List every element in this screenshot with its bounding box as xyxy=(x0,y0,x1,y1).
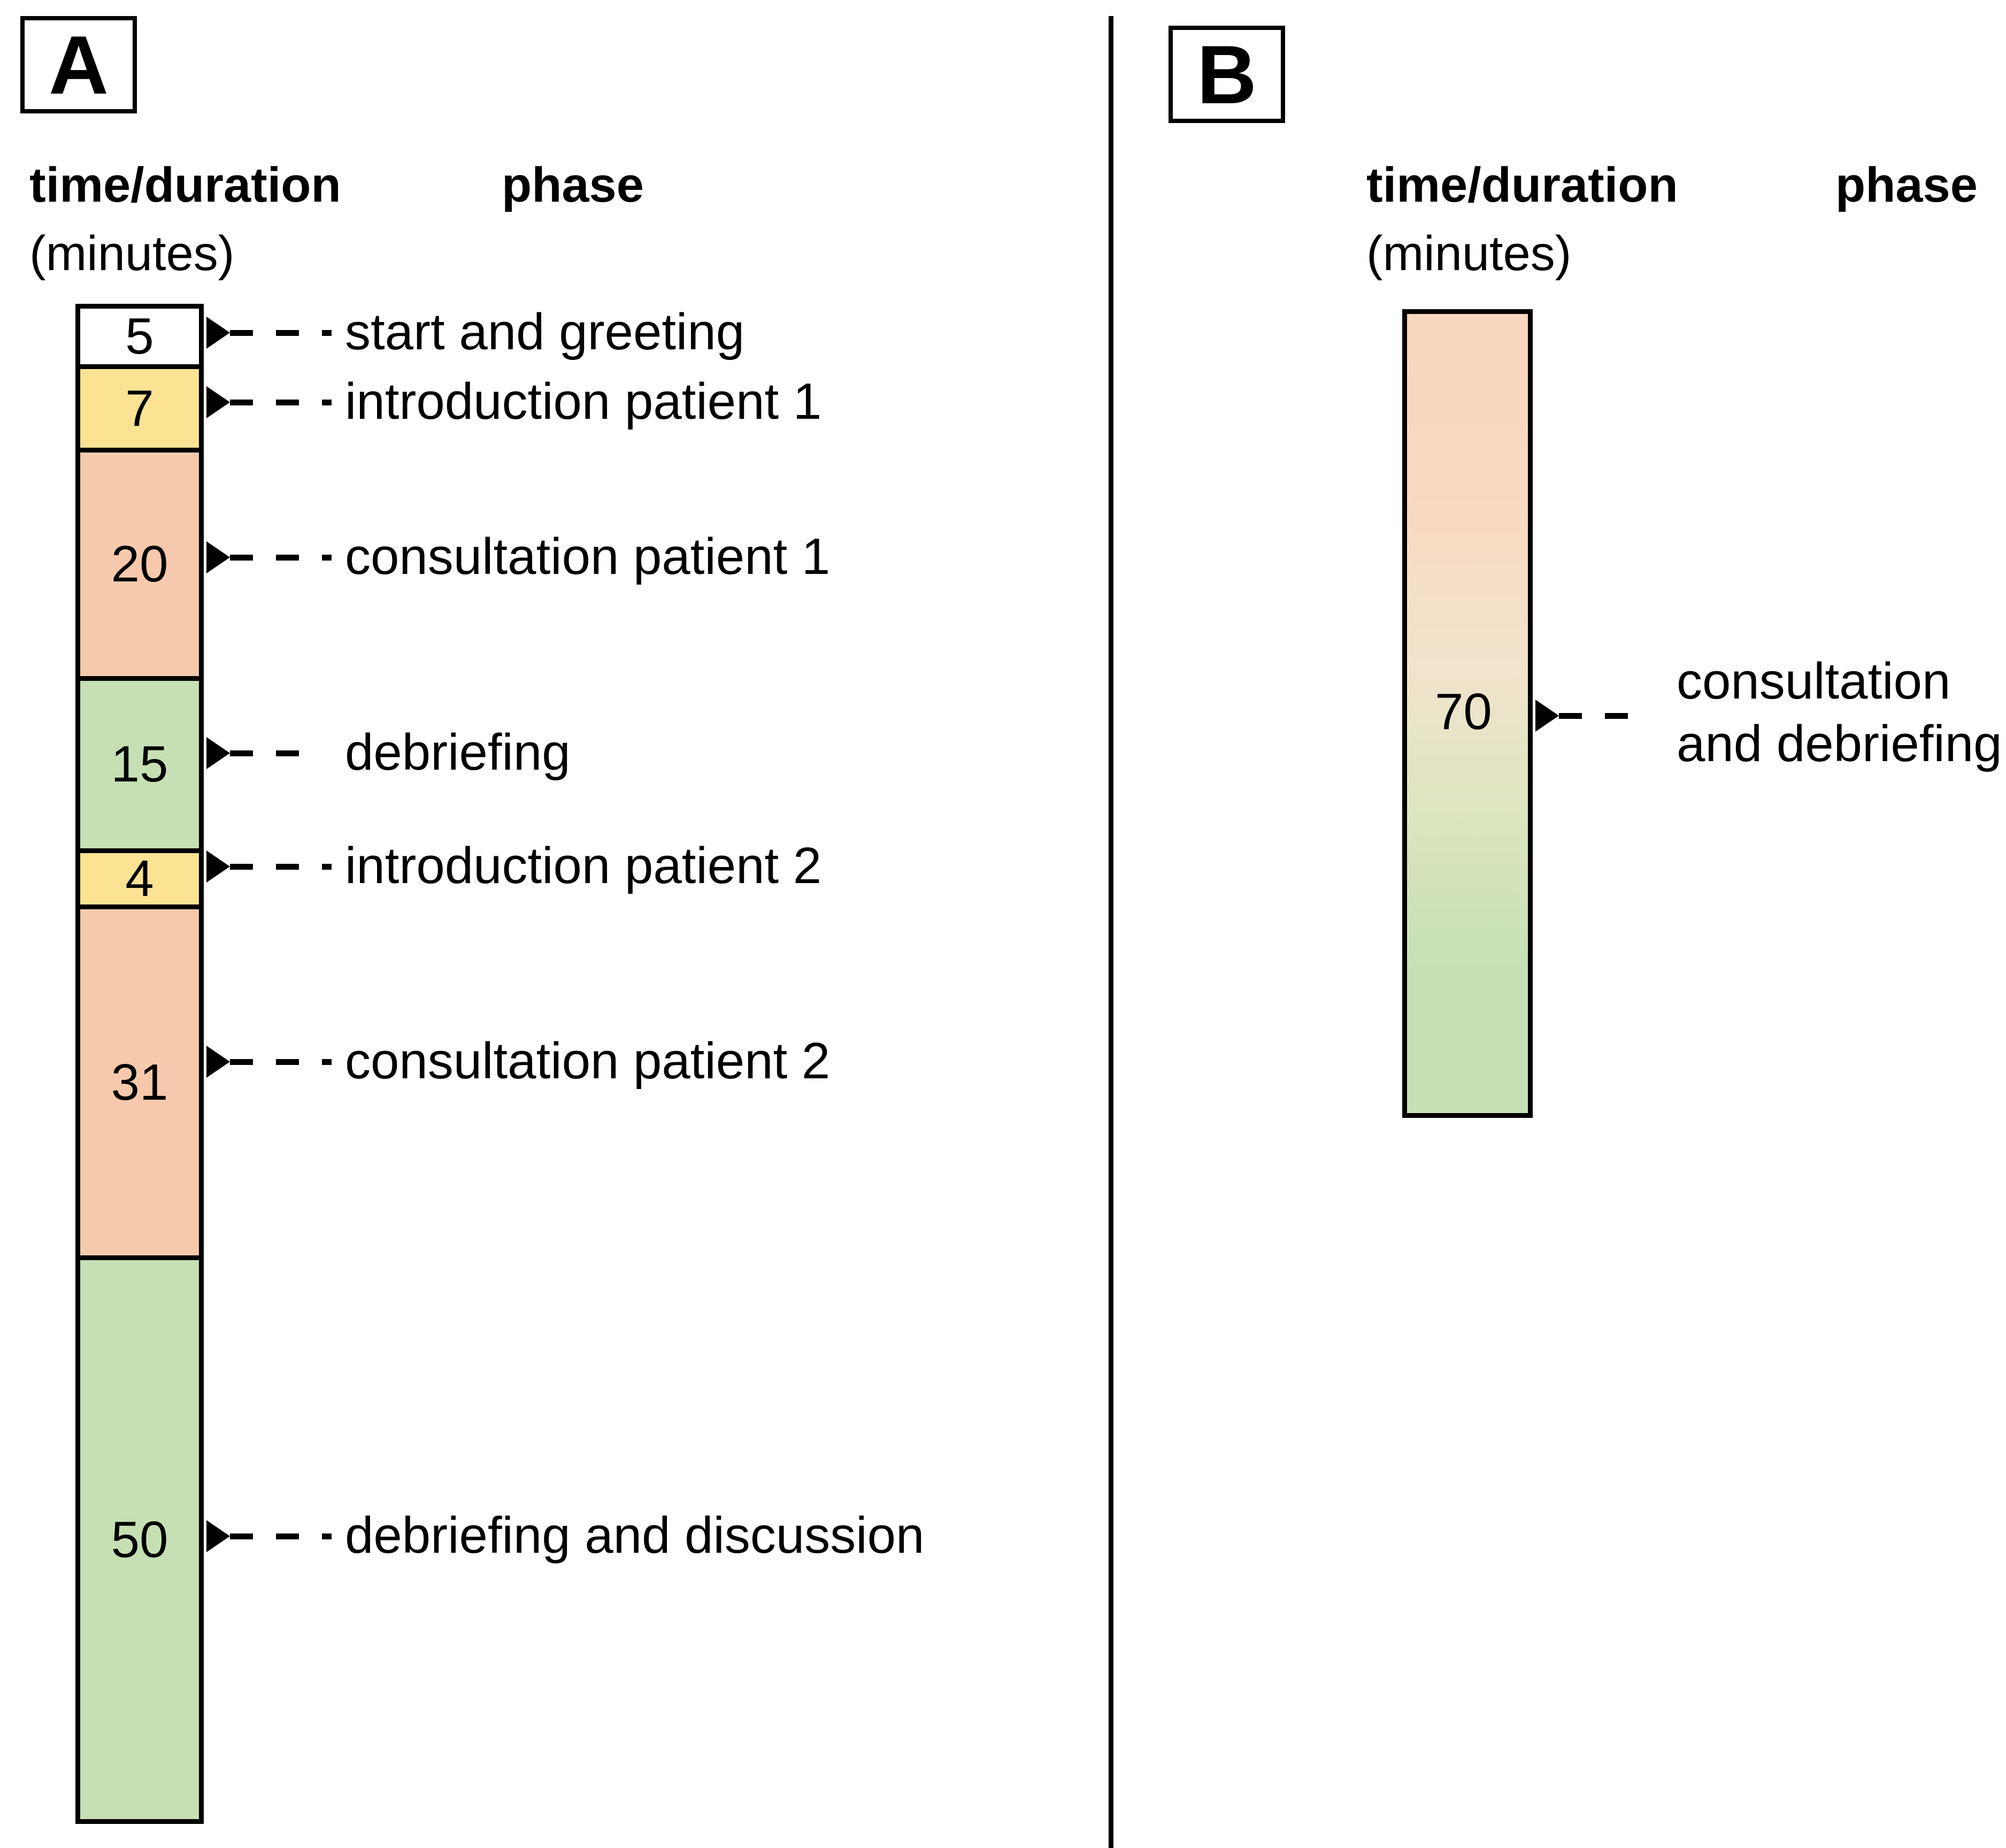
bar-segment-consultation-patient-2: 31 xyxy=(80,909,199,1261)
bar-segment-value: 4 xyxy=(125,849,154,907)
bar-segment-start-and-greeting: 5 xyxy=(80,308,199,370)
bar-segment-value: 7 xyxy=(125,379,154,437)
panel-b-phase-header: phase xyxy=(1835,158,1978,212)
panel-badge-b: B xyxy=(1169,26,1285,123)
dashed-leader-line xyxy=(1559,712,1639,719)
bar-segment-consultation-patient-1: 20 xyxy=(80,452,199,681)
callout-label-debriefing-and-discussion: debriefing and discussion xyxy=(345,1507,925,1564)
callout-label-debriefing: debriefing xyxy=(345,724,571,781)
bar-segment-value: 5 xyxy=(125,308,154,365)
callout-label-introduction-patient-1: introduction patient 1 xyxy=(345,373,822,430)
dashed-leader-line xyxy=(230,399,332,405)
dashed-leader-line xyxy=(230,863,332,870)
arrow-head-icon xyxy=(206,737,230,769)
panel-a-stacked-bar: 5 7 20 15 4 31 50 xyxy=(75,304,204,1824)
panel-b-time-subheader: (minutes) xyxy=(1366,226,1572,281)
panel-a-time-subheader: (minutes) xyxy=(29,226,235,281)
arrow-head-icon xyxy=(206,541,230,573)
arrow-head-icon xyxy=(206,850,230,883)
bar-segment-introduction-patient-2: 4 xyxy=(80,853,199,909)
panel-b-bar-value: 70 xyxy=(1435,683,1492,740)
bar-segment-value: 31 xyxy=(111,1053,168,1111)
bar-segment-value: 15 xyxy=(111,735,168,793)
arrow-head-icon xyxy=(206,1520,230,1552)
panel-badge-a: A xyxy=(20,16,137,113)
arrow-head-icon xyxy=(206,317,230,349)
bar-segment-value: 50 xyxy=(111,1510,168,1568)
callout-label-consultation-patient-2: consultation patient 2 xyxy=(345,1032,831,1090)
callout-label-start-and-greeting: start and greeting xyxy=(345,303,745,361)
bar-segment-value: 20 xyxy=(111,535,168,593)
dashed-leader-line xyxy=(230,1059,332,1065)
arrow-head-icon xyxy=(1535,700,1559,732)
callout-label-consultation-and-debriefing: consultation and debriefing xyxy=(1677,653,2002,773)
panel-badge-b-letter: B xyxy=(1197,28,1257,121)
panel-a-phase-header: phase xyxy=(502,158,644,212)
bar-segment-debriefing: 15 xyxy=(80,680,199,853)
callout-label-introduction-patient-2: introduction patient 2 xyxy=(345,837,822,894)
arrow-head-icon xyxy=(206,386,230,418)
dashed-leader-line xyxy=(230,554,332,561)
panel-divider xyxy=(1109,16,1113,1848)
bar-segment-debriefing-and-discussion: 50 xyxy=(80,1260,199,1819)
callout-label-consultation-patient-1: consultation patient 1 xyxy=(345,528,831,585)
panel-b-gradient-bar xyxy=(1402,309,1533,1118)
panel-a-time-header: time/duration xyxy=(29,158,341,212)
arrow-head-icon xyxy=(206,1046,230,1078)
dashed-leader-line xyxy=(230,1533,332,1539)
panel-b-time-header: time/duration xyxy=(1366,158,1678,212)
dashed-leader-line xyxy=(230,750,310,756)
bar-segment-introduction-patient-1: 7 xyxy=(80,369,199,453)
dashed-leader-line xyxy=(230,329,332,336)
panel-badge-a-letter: A xyxy=(49,18,109,111)
